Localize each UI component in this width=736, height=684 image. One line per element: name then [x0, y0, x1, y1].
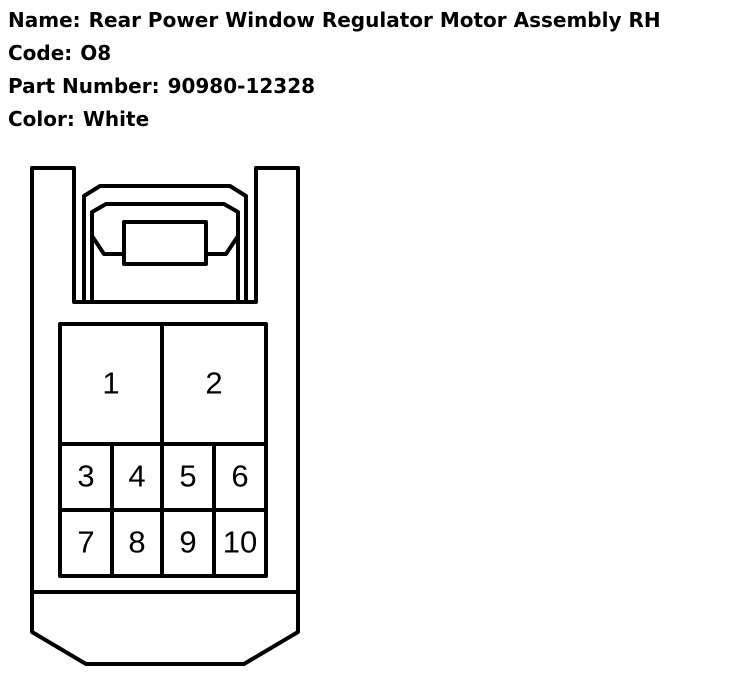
latch-inner [90, 202, 240, 302]
pin-8-label: 8 [128, 525, 145, 560]
color-value: White [82, 107, 150, 131]
latch-outer [82, 184, 248, 302]
latch-tab [122, 220, 208, 266]
latch-ramp-right [206, 234, 240, 256]
pin-1-label: 1 [102, 366, 119, 401]
pin-10-label: 10 [223, 525, 257, 560]
connector-outline [30, 166, 300, 666]
code-label: Code: [8, 41, 73, 65]
name-line: Name: Rear Power Window Regulator Motor A… [8, 10, 661, 30]
latch-ramp-left [90, 234, 124, 256]
part-number-line: Part Number: 90980-12328 [8, 76, 315, 96]
part-number-value: 90980-12328 [167, 74, 316, 98]
pin-7-label: 7 [77, 525, 94, 560]
pin-6-label: 6 [231, 459, 248, 494]
pin-4-label: 4 [128, 459, 145, 494]
pin-2-label: 2 [205, 366, 222, 401]
color-line: Color: White [8, 109, 149, 129]
code-line: Code: O8 [8, 43, 111, 63]
pin-5-label: 5 [179, 459, 196, 494]
pin-3-label: 3 [77, 459, 94, 494]
name-value: Rear Power Window Regulator Motor Assemb… [88, 8, 661, 32]
name-label: Name: [8, 8, 81, 32]
part-number-label: Part Number: [8, 74, 160, 98]
color-label: Color: [8, 107, 75, 131]
code-value: O8 [80, 41, 112, 65]
pin-9-label: 9 [179, 525, 196, 560]
